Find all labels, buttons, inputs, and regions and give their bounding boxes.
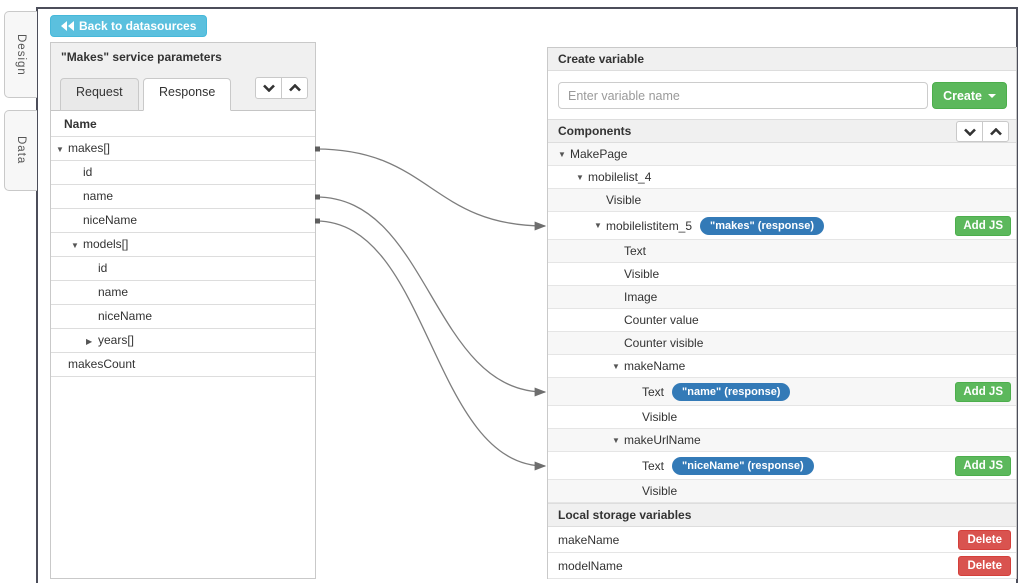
tree-row[interactable]: years[] [51, 329, 315, 353]
tab-data[interactable]: Data [4, 110, 37, 191]
component-row[interactable]: Visible [548, 480, 1016, 503]
expand-all-button[interactable] [982, 121, 1009, 142]
component-row[interactable]: Counter value [548, 309, 1016, 332]
tree-row[interactable]: name [51, 185, 315, 209]
triangle-down-icon[interactable] [56, 138, 68, 161]
component-row[interactable]: Counter visible [548, 332, 1016, 355]
back-button-label: Back to datasources [79, 19, 197, 33]
add-js-button[interactable]: Add JS [955, 381, 1011, 402]
collapse-expand-group [255, 77, 308, 99]
variable-name-input[interactable] [558, 82, 928, 109]
chevron-up-icon [288, 84, 301, 92]
component-row[interactable]: MakePage [548, 143, 1016, 166]
mapping-badge[interactable]: "makes" (response) [700, 216, 825, 235]
component-row[interactable]: makeUrlName [548, 429, 1016, 452]
component-row[interactable]: Visible [548, 406, 1016, 429]
chevron-up-icon [989, 127, 1002, 135]
components-header: Components [548, 119, 1016, 143]
create-variable-title: Create variable [548, 48, 1016, 71]
chevron-down-icon [262, 84, 275, 92]
mapping-badge[interactable]: "name" (response) [672, 382, 791, 401]
local-storage-header: Local storage variables [548, 503, 1016, 527]
component-row[interactable]: Text"name" (response)Add JS [548, 378, 1016, 406]
service-parameters-title: "Makes" service parameters [51, 43, 315, 70]
components-tree: MakePage mobilelist_4 Visible mobilelist… [548, 143, 1016, 503]
chevron-down-icon [963, 128, 976, 136]
tab-request[interactable]: Request [60, 78, 139, 111]
service-parameters-panel: "Makes" service parameters Request Respo… [50, 42, 316, 579]
component-row[interactable]: makeName [548, 355, 1016, 378]
triangle-down-icon[interactable] [558, 150, 570, 159]
collapse-all-button[interactable] [255, 77, 282, 99]
back-icon [61, 21, 74, 31]
caret-down-icon [988, 93, 996, 98]
add-js-button[interactable]: Add JS [955, 455, 1011, 476]
triangle-down-icon[interactable] [594, 221, 606, 230]
triangle-down-icon[interactable] [71, 234, 83, 257]
request-response-tabstrip: Request Response [51, 70, 315, 111]
tree-row[interactable]: niceName [51, 209, 315, 233]
create-button[interactable]: Create [932, 82, 1007, 109]
collapse-expand-group [956, 121, 1009, 142]
component-row[interactable]: mobilelist_4 [548, 166, 1016, 189]
triangle-right-icon[interactable] [86, 330, 98, 353]
tree-row[interactable]: makes[] [51, 137, 315, 161]
tree-row[interactable]: models[] [51, 233, 315, 257]
triangle-down-icon[interactable] [576, 173, 588, 182]
mapping-editor: Back to datasources "Makes" service para… [36, 7, 1018, 583]
triangle-down-icon[interactable] [612, 436, 624, 445]
triangle-down-icon[interactable] [612, 362, 624, 371]
component-row[interactable]: Text [548, 240, 1016, 263]
component-row[interactable]: Image [548, 286, 1016, 309]
name-column-header: Name [51, 111, 315, 137]
create-variable-panel: Create variable Create Components MakePa… [547, 47, 1017, 579]
add-js-button[interactable]: Add JS [955, 215, 1011, 236]
mapping-badge[interactable]: "niceName" (response) [672, 456, 814, 475]
component-row[interactable]: Text"niceName" (response)Add JS [548, 452, 1016, 480]
tree-row[interactable]: name [51, 281, 315, 305]
tab-design[interactable]: Design [4, 11, 37, 98]
tree-row[interactable]: id [51, 257, 315, 281]
delete-button[interactable]: Delete [958, 529, 1011, 550]
create-variable-form: Create [548, 71, 1016, 119]
expand-all-button[interactable] [281, 77, 308, 99]
collapse-all-button[interactable] [956, 121, 983, 142]
component-row[interactable]: mobilelistitem_5"makes" (response)Add JS [548, 212, 1016, 240]
tree-row[interactable]: makesCount [51, 353, 315, 377]
service-response-tree: makes[] id name niceName models[] id nam… [51, 137, 315, 377]
component-row[interactable]: Visible [548, 189, 1016, 212]
delete-button[interactable]: Delete [958, 555, 1011, 576]
back-to-datasources-button[interactable]: Back to datasources [50, 15, 208, 37]
tab-response[interactable]: Response [143, 78, 232, 111]
tree-row[interactable]: id [51, 161, 315, 185]
tree-row[interactable]: niceName [51, 305, 315, 329]
component-row[interactable]: Visible [548, 263, 1016, 286]
